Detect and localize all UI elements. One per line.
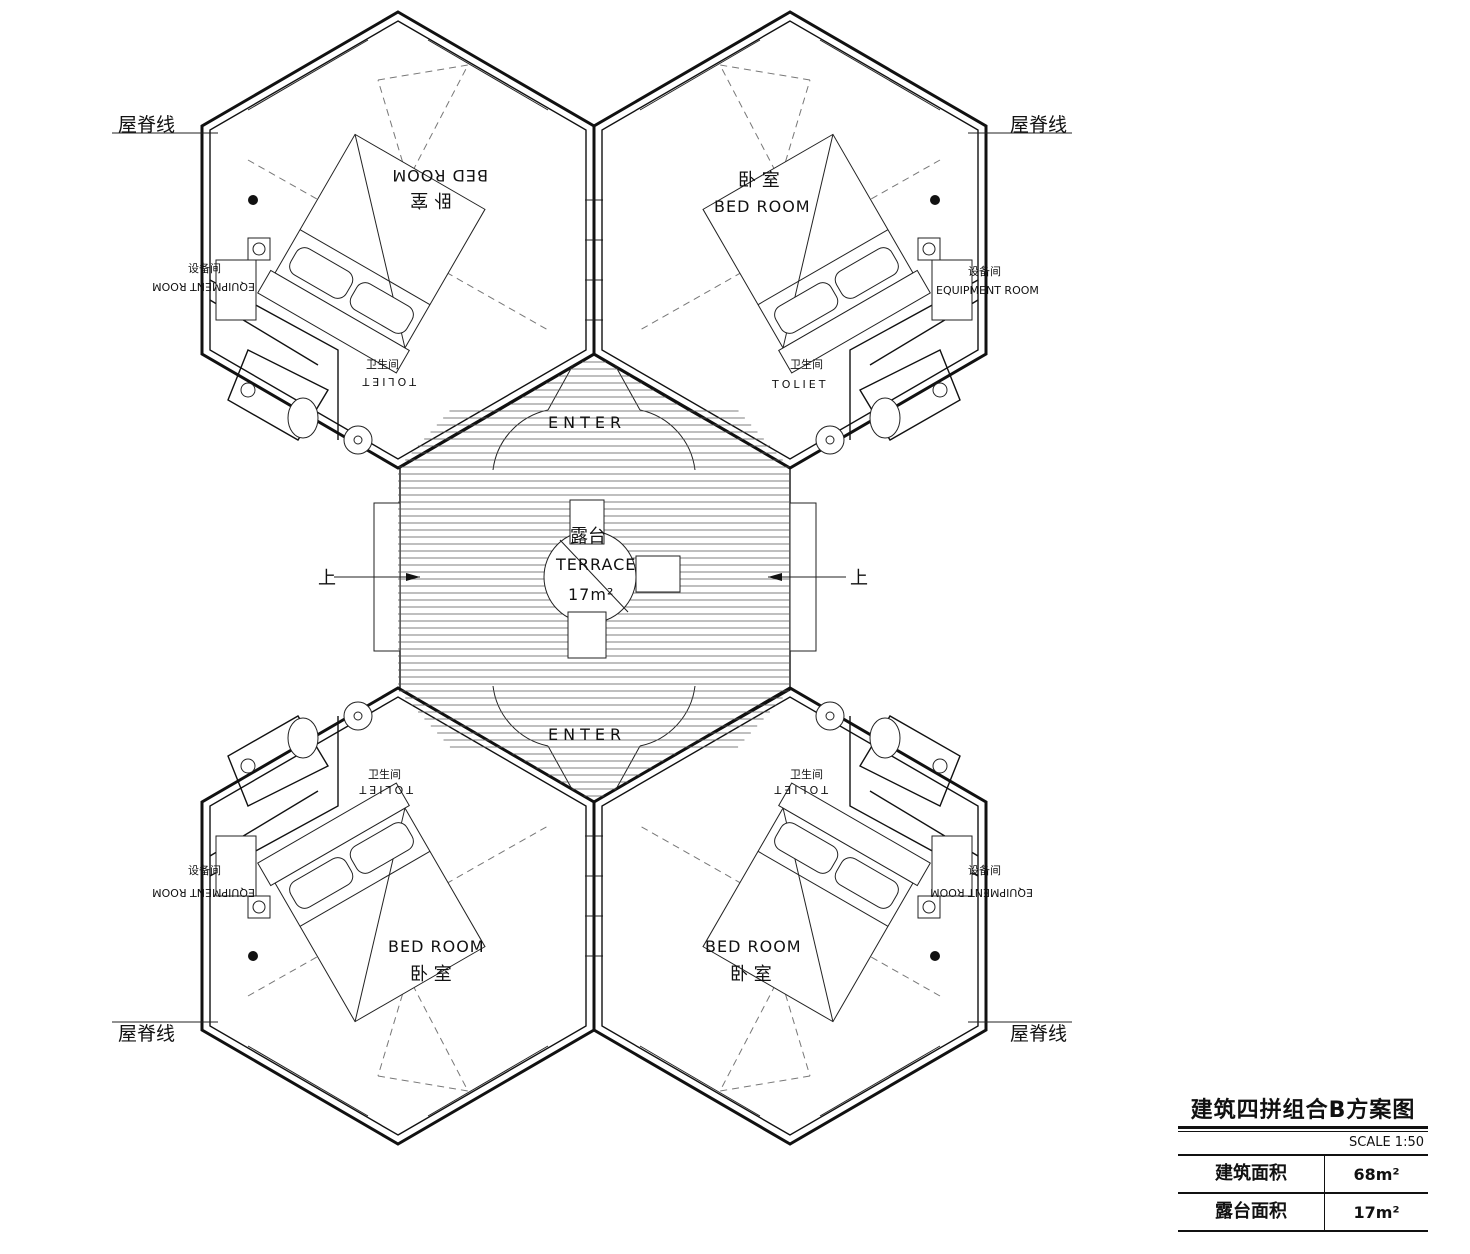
stair-arrow-left: [334, 573, 420, 581]
equipment-label-cn-bl: 设备间: [188, 863, 221, 877]
bedroom-label-cn-tl: 卧 室: [410, 189, 452, 210]
terrace-area-value: 17m²: [1353, 1202, 1400, 1222]
bedroom-label-cn-bl: 卧 室: [410, 964, 452, 985]
drawing-scale: SCALE 1:50: [1178, 1131, 1428, 1154]
cabin-top-right: [583, 10, 988, 472]
cabin-bottom-left: [200, 684, 605, 1146]
bedroom-label-cn-tr: 卧 室: [738, 170, 780, 191]
bedroom-label-en-br: BED ROOM: [705, 937, 802, 956]
equipment-label-en-tl: EQUIPMENT ROOM: [152, 280, 255, 293]
up-label-left: 上: [318, 568, 336, 589]
cabin-bottom-right: [583, 684, 988, 1146]
cabin-top-left: [200, 10, 605, 472]
toilet-label-en-bl: TOLIET: [357, 783, 414, 796]
terrace-area-row: 露台面积 17m²: [1178, 1192, 1428, 1232]
equipment-label-en-br: EQUIPMENT ROOM: [930, 886, 1033, 899]
terrace-area-label: 露台面积: [1178, 1194, 1325, 1230]
ridge-label-bl: 屋脊线: [118, 1023, 175, 1045]
ridge-label-tr: 屋脊线: [1010, 114, 1067, 136]
bedroom-label-cn-br: 卧 室: [730, 964, 772, 985]
stair-arrow-right: [768, 573, 846, 581]
bedroom-label-en-tl: BED ROOM: [391, 166, 488, 185]
terrace-area: 17m²: [568, 585, 614, 604]
drawing-title: 建筑四拼组合B方案图: [1178, 1092, 1428, 1129]
equipment-label-cn-tl: 设备间: [188, 261, 221, 275]
terrace-label-cn: 露台: [570, 526, 606, 547]
toilet-label-en-tr: TOLIET: [771, 378, 828, 391]
bedroom-label-en-tr: BED ROOM: [714, 197, 811, 216]
title-block: 建筑四拼组合B方案图 SCALE 1:50 建筑面积 68m² 露台面积 17m…: [1178, 1092, 1428, 1232]
terrace-label-en: TERRACE: [555, 555, 636, 574]
enter-label-top: ENTER: [548, 413, 626, 432]
building-area-label: 建筑面积: [1178, 1156, 1325, 1192]
building-area-value: 68m²: [1353, 1164, 1400, 1184]
up-label-right: 上: [850, 568, 868, 589]
equipment-label-cn-tr: 设备间: [968, 264, 1001, 278]
toilet-label-cn-bl: 卫生间: [368, 767, 401, 781]
ridge-label-tl: 屋脊线: [118, 114, 175, 136]
terrace-deck: [373, 354, 817, 803]
terrace-table: [543, 499, 681, 659]
toilet-label-en-br: TOLIET: [772, 783, 829, 796]
bedroom-label-en-bl: BED ROOM: [388, 937, 485, 956]
toilet-label-cn-tl: 卫生间: [366, 357, 399, 371]
enter-label-bottom: ENTER: [548, 725, 626, 744]
equipment-label-en-tr: EQUIPMENT ROOM: [936, 284, 1039, 297]
toilet-label-cn-br: 卫生间: [790, 767, 823, 781]
building-area-row: 建筑面积 68m²: [1178, 1154, 1428, 1192]
equipment-label-cn-br: 设备间: [968, 863, 1001, 877]
toilet-label-en-tl: TOLIET: [360, 375, 417, 388]
toilet-label-cn-tr: 卫生间: [790, 357, 823, 371]
ridge-label-br: 屋脊线: [1010, 1023, 1067, 1045]
equipment-label-en-bl: EQUIPMENT ROOM: [152, 886, 255, 899]
